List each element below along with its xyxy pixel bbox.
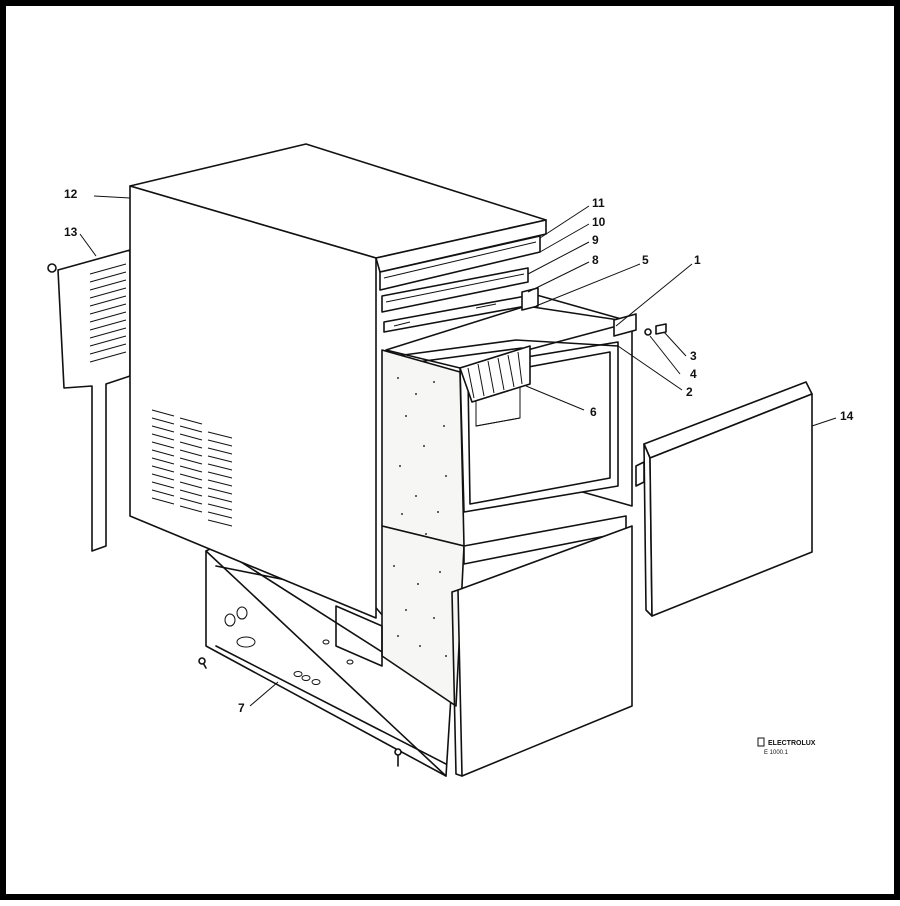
hinge-hardware [613, 313, 667, 337]
callout-9: 9 [592, 233, 599, 247]
callout-12: 12 [64, 187, 78, 201]
insulation-front [335, 349, 627, 707]
callout-3: 3 [690, 349, 697, 363]
lower-door-panel [451, 525, 633, 777]
screw-3 [655, 323, 667, 335]
logo-brand: ELECTROLUX [768, 740, 816, 747]
callout-labels: 1 2 3 4 5 6 7 8 9 10 11 12 13 14 [64, 187, 854, 715]
callout-7: 7 [238, 701, 245, 715]
callout-4: 4 [690, 367, 697, 381]
callout-14: 14 [840, 409, 854, 423]
callout-2: 2 [686, 385, 693, 399]
foot-screw-left [198, 657, 207, 669]
cabinet-casing [129, 143, 547, 619]
exploded-view-diagram: 1 2 3 4 5 6 7 8 9 10 11 12 13 14 ELECTRO… [47, 143, 854, 777]
top-rails [379, 235, 541, 333]
manufacturer-logo: ELECTROLUX E 1000.1 [757, 737, 816, 756]
callout-6: 6 [590, 405, 597, 419]
washer-4 [644, 328, 652, 336]
callout-5: 5 [642, 253, 649, 267]
leader-lines [79, 195, 837, 707]
callout-11: 11 [592, 196, 605, 210]
callout-10: 10 [592, 215, 606, 229]
foot-screw-right [394, 748, 402, 767]
drawing-code: E 1000.1 [764, 750, 789, 756]
side-vents [151, 409, 233, 527]
rear-grille-panel [47, 249, 131, 552]
callout-13: 13 [64, 225, 78, 239]
screw-13 [47, 263, 57, 273]
ice-tray [459, 345, 531, 403]
logo-mark-icon [757, 737, 765, 747]
callout-1: 1 [694, 253, 701, 267]
callout-8: 8 [592, 253, 599, 267]
freezer-door [635, 381, 813, 617]
